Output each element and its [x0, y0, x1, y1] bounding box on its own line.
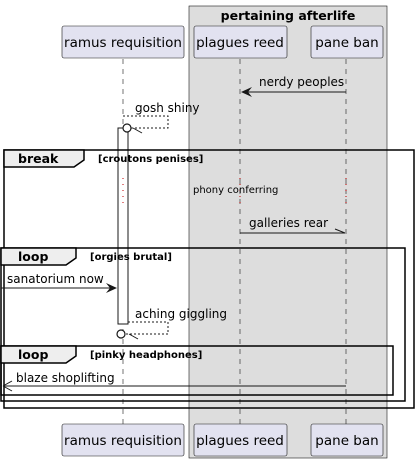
svg-text:[orgies brutal]: [orgies brutal] — [90, 252, 172, 263]
message-galleries-rear: galleries rear — [240, 216, 346, 234]
svg-text:[pinky headphones]: [pinky headphones] — [90, 350, 202, 361]
svg-text:loop: loop — [18, 249, 48, 264]
delay-label: phony conferring — [193, 185, 278, 196]
message-gosh-shiny: gosh shiny — [122, 101, 200, 134]
svg-text:sanatorium now: sanatorium now — [7, 272, 104, 286]
message-aching-giggling: aching giggling — [116, 307, 227, 340]
svg-text:plagues reed: plagues reed — [196, 35, 284, 51]
svg-text:pane ban: pane ban — [315, 35, 378, 51]
message-sanatorium-now: sanatorium now — [1, 272, 117, 293]
participant-ramus-requisition-top: ramus requisition — [61, 25, 185, 59]
svg-text:nerdy peoples: nerdy peoples — [259, 75, 344, 89]
svg-text:loop: loop — [18, 347, 48, 362]
fragment-loop-orgies-brutal: loop [orgies brutal] — [0, 247, 406, 402]
svg-text:ramus requisition: ramus requisition — [64, 433, 182, 449]
fragment-loop-pinky-headphones: loop [pinky headphones] — [0, 345, 394, 396]
svg-text:ramus requisition: ramus requisition — [64, 35, 182, 51]
svg-text:break: break — [18, 151, 59, 166]
fragment-break: break [croutons penises] — [3, 149, 415, 409]
svg-text:galleries rear: galleries rear — [249, 216, 328, 230]
svg-text:aching giggling: aching giggling — [135, 307, 227, 321]
svg-text:gosh shiny: gosh shiny — [135, 101, 200, 115]
participant-plagues-reed-bottom: plagues reed — [193, 423, 288, 457]
svg-text:[croutons penises]: [croutons penises] — [98, 154, 203, 165]
participant-plagues-reed-top: plagues reed — [193, 25, 288, 59]
message-blaze-shoplifting: blaze shoplifting — [2, 371, 346, 392]
group-title: pertaining afterlife — [221, 8, 356, 23]
participant-pane-ban-top: pane ban — [310, 25, 384, 59]
svg-text:plagues reed: plagues reed — [196, 433, 284, 449]
svg-text:pane ban: pane ban — [315, 433, 378, 449]
participant-pane-ban-bottom: pane ban — [310, 423, 384, 457]
message-nerdy-peoples: nerdy peoples — [241, 75, 346, 97]
delay-markers — [122, 178, 347, 204]
participant-ramus-requisition-bottom: ramus requisition — [61, 423, 185, 457]
svg-text:blaze shoplifting: blaze shoplifting — [16, 371, 115, 385]
participant-group-box — [188, 5, 388, 459]
